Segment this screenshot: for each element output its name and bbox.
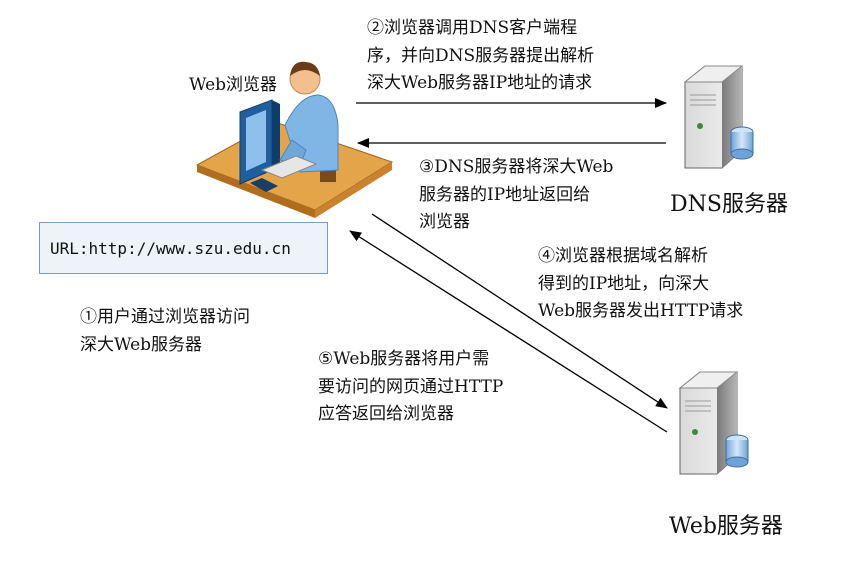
- step4-line: 得到的IP地址，向深大: [538, 274, 710, 294]
- arrow-step5: [349, 230, 668, 433]
- step1-line: ①用户通过浏览器访问: [80, 307, 250, 327]
- step4-line: ④浏览器根据域名解析: [538, 246, 708, 266]
- arrow-step4: [371, 213, 668, 409]
- step5-line: ⑤Web服务器将用户需: [318, 349, 490, 369]
- web-server-label: Web服务器: [669, 514, 783, 539]
- browser-label: Web浏览器: [189, 75, 278, 95]
- step5-line: 要访问的网页通过HTTP: [318, 377, 504, 397]
- step3-line: 服务器的IP地址返回给: [419, 185, 591, 205]
- step4-line: Web服务器发出HTTP请求: [538, 301, 744, 321]
- step5-line: 应答返回给浏览器: [318, 404, 454, 424]
- dns-server-label: DNS服务器: [670, 192, 788, 217]
- step2-line: 深大Web服务器IP地址的请求: [367, 73, 593, 93]
- step3-line: 浏览器: [419, 212, 470, 232]
- dns-server-icon: [683, 65, 754, 169]
- step2-line: ②浏览器调用DNS客户端程: [367, 18, 578, 38]
- user-computer-icon: [195, 61, 394, 218]
- step3-line: ③DNS服务器将深大Web: [419, 157, 614, 177]
- web-server-icon: [678, 371, 749, 475]
- url-box: URL:http://www.szu.edu.cn: [39, 222, 328, 274]
- step2-line: 序，并向DNS服务器提出解析: [367, 46, 595, 66]
- url-text: URL:http://www.szu.edu.cn: [50, 238, 291, 258]
- step1-line: 深大Web服务器: [80, 335, 203, 355]
